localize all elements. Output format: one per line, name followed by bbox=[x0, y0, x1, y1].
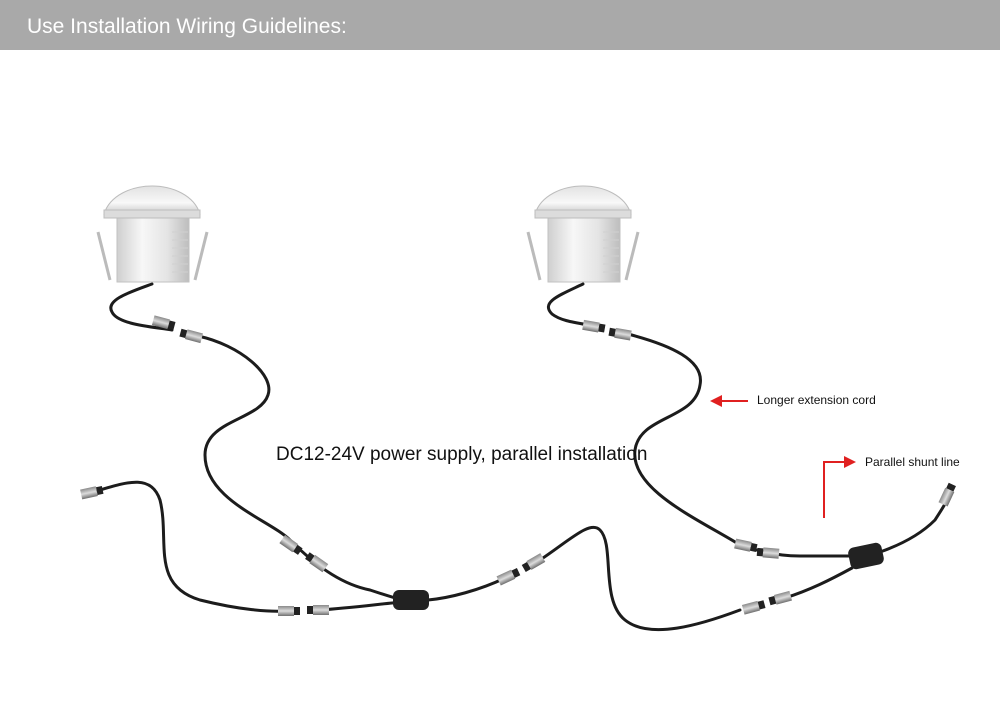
splitter-right bbox=[848, 542, 884, 570]
arrow-extension-icon bbox=[710, 395, 748, 407]
label-extension-cord: Longer extension cord bbox=[757, 393, 876, 407]
header-title: Use Installation Wiring Guidelines: bbox=[27, 15, 347, 38]
cable-right-light bbox=[547, 282, 854, 558]
connectors bbox=[80, 315, 956, 616]
cable-left-light bbox=[109, 282, 404, 602]
cables bbox=[84, 282, 950, 632]
light-fixture-left bbox=[96, 185, 209, 283]
light-fixture-right bbox=[526, 185, 640, 283]
arrow-shunt-icon bbox=[823, 456, 856, 518]
splitter-left bbox=[393, 590, 429, 610]
cable-right-end bbox=[878, 496, 950, 554]
cable-left-end bbox=[84, 480, 404, 613]
diagram-caption: DC12-24V power supply, parallel installa… bbox=[276, 444, 648, 465]
header-bar: Use Installation Wiring Guidelines: bbox=[0, 0, 1000, 50]
label-shunt-line: Parallel shunt line bbox=[865, 455, 960, 469]
cable-middle bbox=[426, 525, 854, 632]
